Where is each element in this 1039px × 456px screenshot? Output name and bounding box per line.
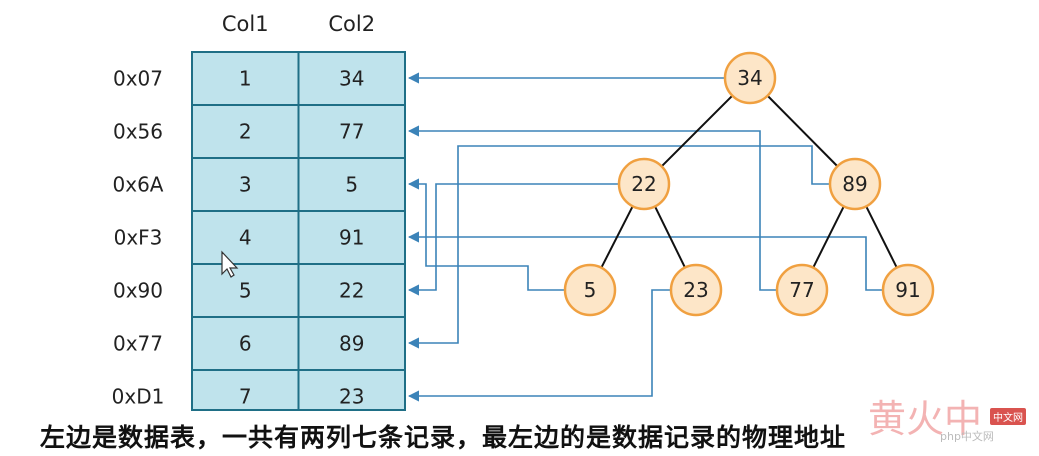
col2-header: Col2 [328,12,375,36]
tree-node: 89 [828,157,882,211]
address-labels: 0x07 0x56 0x6A 0xF3 0x90 0x77 0xD1 [112,67,165,409]
node-circle [617,157,671,211]
tree-node: 77 [775,263,829,317]
table-cell [297,263,406,318]
column-headers: Col1 Col2 [222,12,375,36]
watermark-site-text: php中文网 [940,430,994,443]
address-label: 0xD1 [112,385,165,409]
tree-edge [865,205,898,269]
node-label: 77 [789,278,814,302]
data-table: 1 34 2 77 3 5 4 91 5 22 6 89 7 23 [191,51,406,411]
col1-header: Col1 [222,12,269,36]
table-cell [191,157,300,212]
col2-value: 89 [339,332,364,356]
tree-node: 5 [563,263,617,317]
node-label: 5 [584,278,597,302]
tree-edge [600,205,634,269]
node-circle [775,263,829,317]
node-label: 91 [895,278,920,302]
col2-value: 91 [339,226,364,250]
tree-edge [660,94,734,168]
watermark-tag: 中文网 [990,408,1026,425]
col2-value: 22 [339,279,364,303]
node-circle [881,263,935,317]
address-label: 0x77 [113,332,163,356]
pointer-arrow-77 [407,125,777,291]
table-cell [297,210,406,265]
node-circle [723,51,777,105]
col1-value: 6 [239,332,252,356]
table-cell [297,51,406,106]
node-label: 22 [631,172,656,196]
tree-node: 34 [723,51,777,105]
pointer-lines [407,72,883,402]
col2-value: 77 [339,120,364,144]
tree-node: 22 [617,157,671,211]
pointer-arrow-91 [407,231,883,291]
tree-edge [654,206,686,268]
address-label: 0x90 [113,279,163,303]
tree-edge [812,205,845,269]
col1-value: 1 [239,67,252,91]
node-circle [669,263,723,317]
table-cell [297,157,406,212]
col2-value: 5 [345,173,358,197]
col1-value: 3 [239,173,252,197]
node-label: 89 [842,172,867,196]
table-cell [191,369,300,411]
col2-value: 23 [339,385,364,409]
address-label: 0x56 [113,120,163,144]
node-circle [828,157,882,211]
caption-text: 左边是数据表，一共有两列七条记录，最左边的是数据记录的物理地址 [40,423,847,452]
node-circle [563,263,617,317]
tree-node: 23 [669,263,723,317]
col1-value: 5 [239,279,252,303]
tree-node: 91 [881,263,935,317]
pointer-arrow-89 [407,145,830,349]
tree-nodes: 34 22 89 5 23 77 91 [563,51,935,317]
col1-value: 7 [239,385,252,409]
node-label: 23 [683,278,708,302]
tree-edges [600,94,898,269]
table-cell [297,316,406,371]
col2-value: 34 [339,67,364,91]
col1-value: 2 [239,120,252,144]
table-cell [191,263,300,318]
mouse-cursor-icon [221,250,239,278]
col1-value: 4 [239,226,252,250]
table-cell [297,369,406,411]
address-label: 0x07 [113,67,163,91]
address-label: 0xF3 [114,226,163,250]
table-cell [191,210,300,265]
watermark-logo: 黄火中 [868,397,983,441]
tree-edge [766,95,839,167]
address-label: 0x6A [113,173,164,197]
pointer-arrow-5 [407,178,565,291]
node-label: 34 [737,66,762,90]
table-cell [191,316,300,371]
pointer-arrow-23 [407,289,671,402]
